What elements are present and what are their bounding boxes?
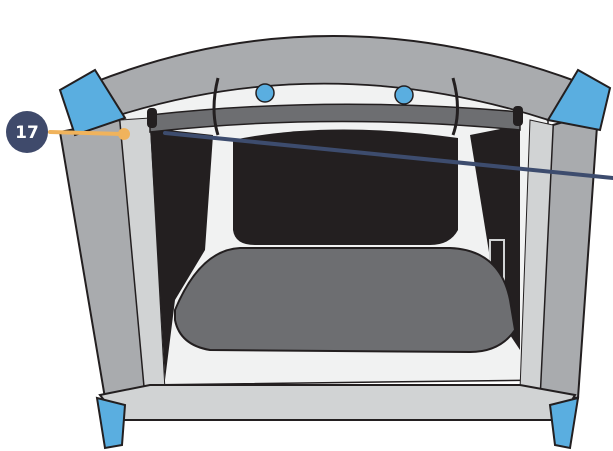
- left-foot-icon: [97, 398, 125, 448]
- left-post-top: [147, 108, 157, 128]
- callout-leader-dot: [118, 128, 130, 140]
- floor-mat: [175, 248, 515, 352]
- snap-button-icon: [395, 86, 413, 104]
- callout-leader: [50, 132, 122, 134]
- right-post-top: [513, 106, 523, 126]
- callout-number: 17: [15, 123, 39, 143]
- snap-button-icon: [256, 84, 274, 102]
- back-mesh-window: [233, 129, 458, 245]
- bottom-frame: [100, 385, 575, 420]
- right-foot-icon: [550, 398, 578, 448]
